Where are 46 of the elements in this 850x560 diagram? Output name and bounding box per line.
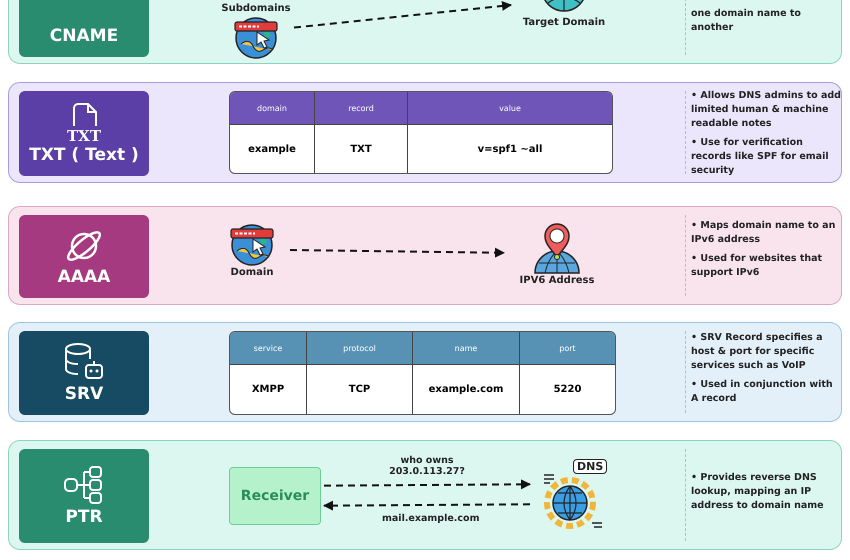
bullet-note: • SRV Record specifies a host & port for specific services such as VoIP [691,331,824,373]
record-type-badge [19,449,149,543]
process-box: Receiver [229,467,321,525]
table-cell: TXT [315,124,408,173]
table-cell: XMPP [230,364,307,414]
icon-label: Subdomains [221,3,291,14]
column-header: service [230,332,307,364]
column-header: value [408,92,612,124]
record-card [8,82,842,183]
dns-tag: DNS [573,459,608,474]
dashed-arrow [294,0,512,29]
dashed-arrow [324,479,531,490]
table-cell: 5220 [520,364,615,414]
table-cell: example.com [413,364,520,414]
bullet-note: • Used for websites that support IPv6 [691,252,824,280]
column-header: protocol [307,332,413,364]
bullet-note: • Allows DNS admins to add limited human & machine readable notes [691,89,841,131]
icon-caption: TXT [67,128,101,144]
table-cell: v=spf1 ~all [408,124,612,173]
record-type-title: TXT ( Text ) [29,144,139,166]
record-card [8,322,842,422]
icon-label: Target Domain [522,17,606,28]
record-type-title: AAAA [58,266,110,288]
dashed-arrow [323,500,530,511]
column-header: port [520,332,615,364]
column-header: name [413,332,520,364]
column-header: record [315,92,408,124]
table-cell: TCP [307,364,413,414]
record-card [8,206,842,305]
column-header: domain [230,92,315,124]
bullet-note: • Used in conjunction with A record [691,378,834,406]
bullet-note: • Provides reverse DNS lookup, mapping an IP address to domain name [691,471,825,513]
dashed-arrow [290,248,505,258]
record-type-title: PTR [65,506,103,528]
icon-label: Domain [230,267,274,278]
icon-label: IPV6 Address [520,275,594,286]
bullet-note: • Use for verification records like SPF for email security [691,136,830,178]
bullet-note: • Maps domain name to an IPv6 address [691,219,836,247]
record-type-badge [19,215,149,298]
record-type-badge [19,331,149,415]
record-type-badge [19,91,149,176]
record-type-title: SRV [64,383,104,405]
table-cell: example [230,124,315,173]
bullet-note: one domain name to another [691,7,802,35]
record-card [8,440,842,550]
record-type-title: CNAME [50,25,118,47]
